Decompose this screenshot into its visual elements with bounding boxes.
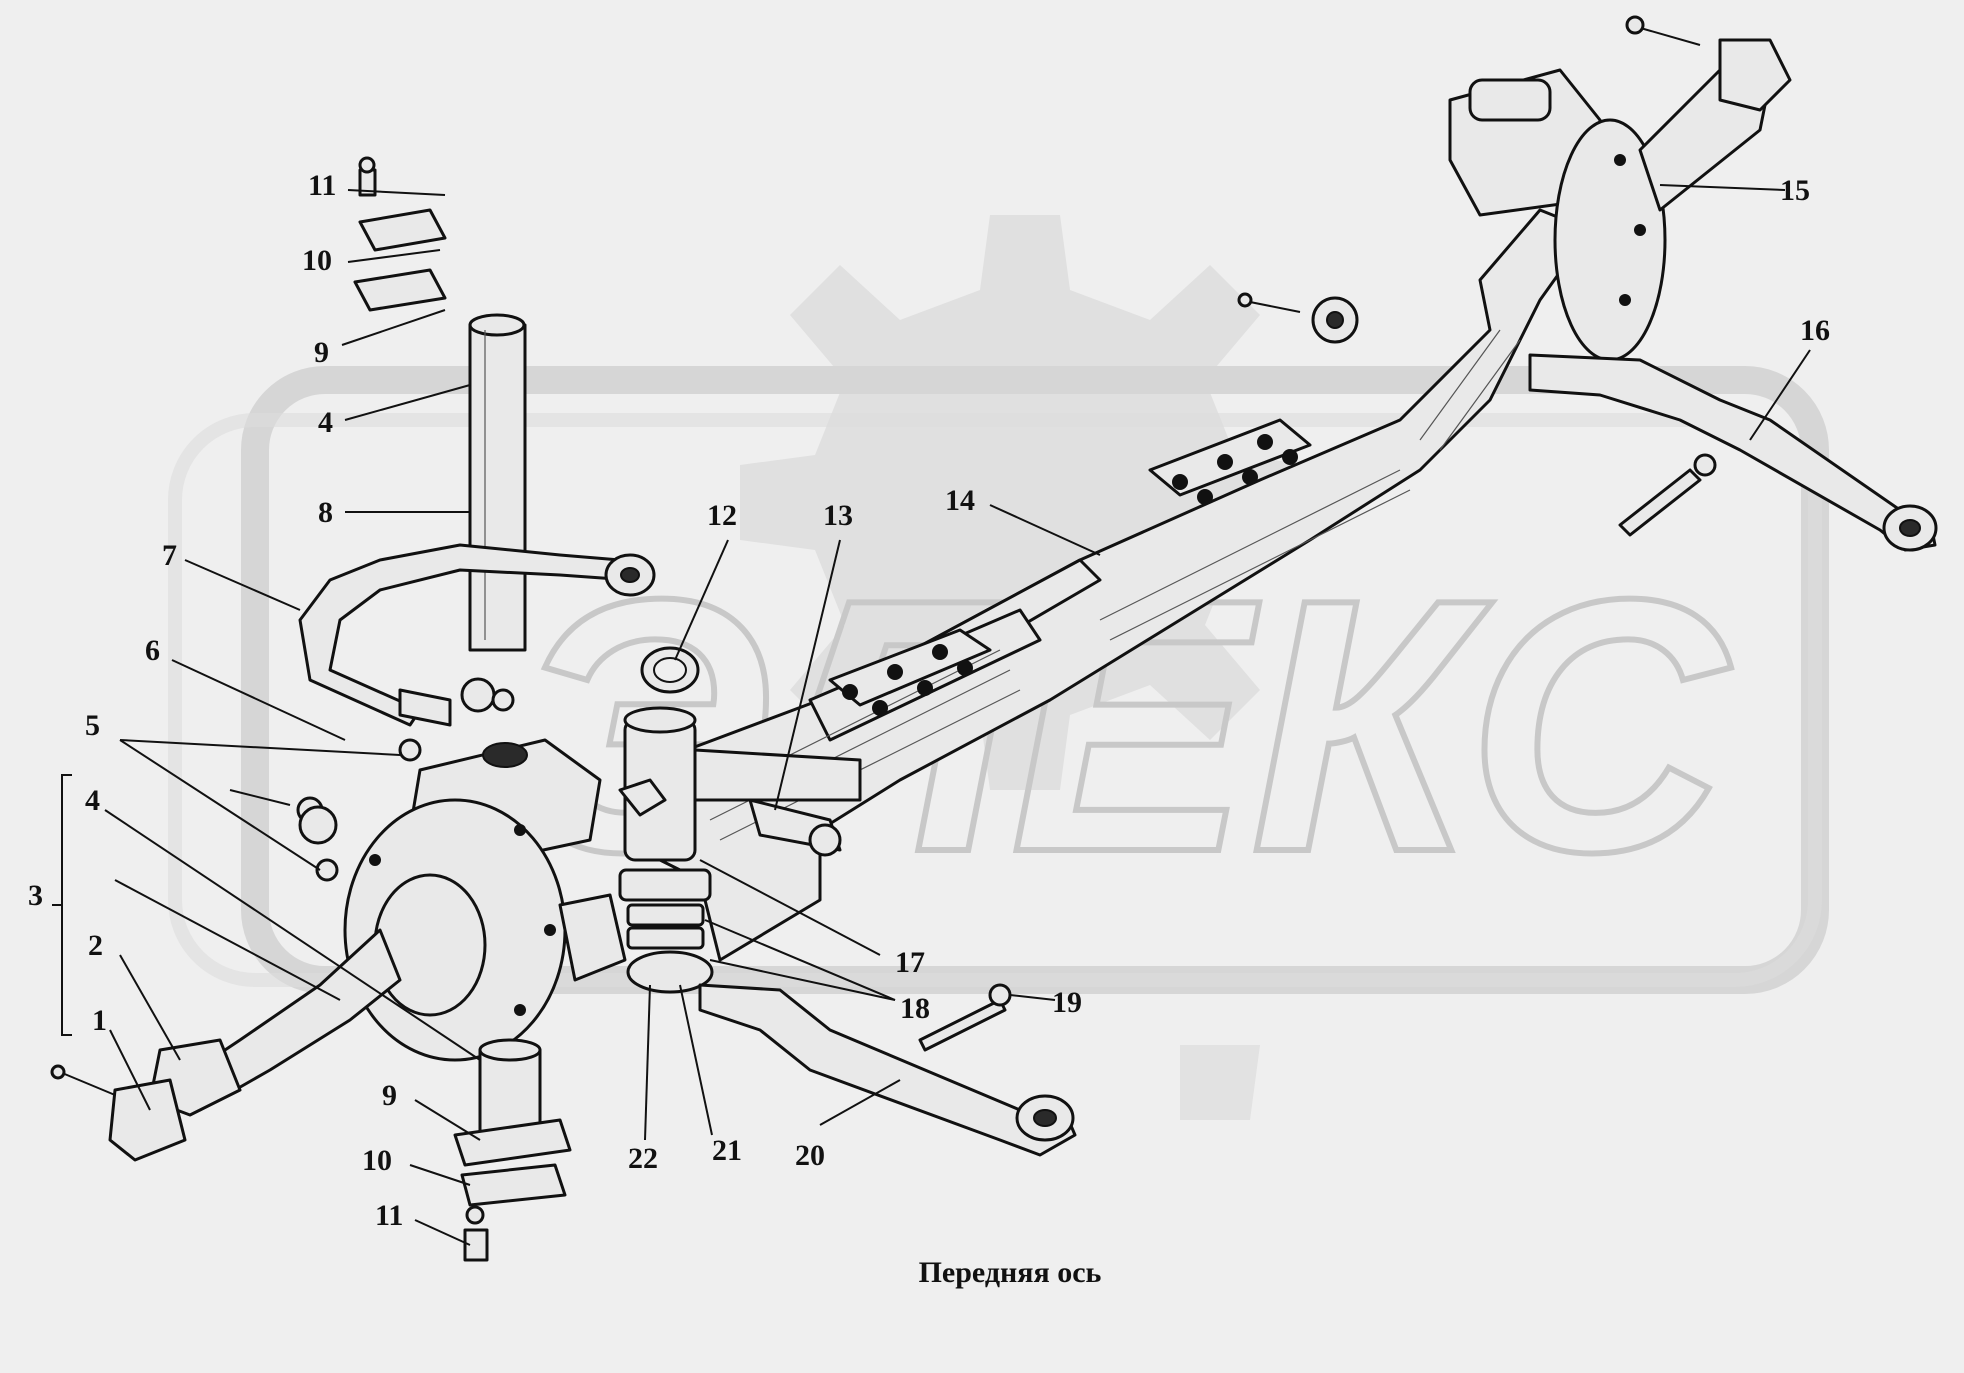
lower-kingpin-parts xyxy=(453,1038,572,1262)
callout-11-top: 11 xyxy=(308,169,336,202)
left-knuckle xyxy=(50,738,627,1162)
callout-labels: 11 10 9 4 8 7 6 5 4 3 2 1 9 10 11 12 13 … xyxy=(28,169,1830,1232)
callout-16: 16 xyxy=(1800,314,1830,347)
callout-14: 14 xyxy=(945,484,975,517)
callout-19: 19 xyxy=(1052,986,1082,1019)
callout-8: 8 xyxy=(318,496,333,529)
axle-beam xyxy=(658,208,1592,962)
callout-10-bottom: 10 xyxy=(362,1144,392,1177)
callout-17: 17 xyxy=(895,946,925,979)
callout-1: 1 xyxy=(92,1004,107,1037)
callout-20: 20 xyxy=(795,1139,825,1172)
callout-3: 3 xyxy=(28,879,43,912)
kingpin-assembly xyxy=(353,156,527,652)
diagram-caption: Передняя ось xyxy=(919,1256,1102,1289)
callout-13: 13 xyxy=(823,499,853,532)
callout-6: 6 xyxy=(145,634,160,667)
callout-18: 18 xyxy=(900,992,930,1025)
right-steering-arm xyxy=(1528,353,1938,552)
callout-12: 12 xyxy=(707,499,737,532)
lower-steering-arm xyxy=(698,983,1077,1157)
callout-21: 21 xyxy=(712,1134,742,1167)
callout-4-bottom: 4 xyxy=(85,784,100,817)
right-knuckle xyxy=(1448,15,1792,362)
callout-9-top: 9 xyxy=(314,336,329,369)
callout-4-top: 4 xyxy=(318,406,333,439)
center-joint xyxy=(618,646,862,994)
callout-9-bottom: 9 xyxy=(382,1079,397,1112)
tie-rod xyxy=(298,543,656,727)
upper-nut xyxy=(1237,292,1359,344)
callout-2: 2 xyxy=(88,929,103,962)
watermark-logo xyxy=(168,215,1829,1120)
callout-10-top: 10 xyxy=(302,244,332,277)
callout-11-bottom: 11 xyxy=(375,1199,403,1232)
callout-22: 22 xyxy=(628,1142,658,1175)
callout-15: 15 xyxy=(1780,174,1810,207)
leader-lines xyxy=(52,184,1811,1246)
callout-5: 5 xyxy=(85,709,100,742)
callout-7: 7 xyxy=(162,539,177,572)
